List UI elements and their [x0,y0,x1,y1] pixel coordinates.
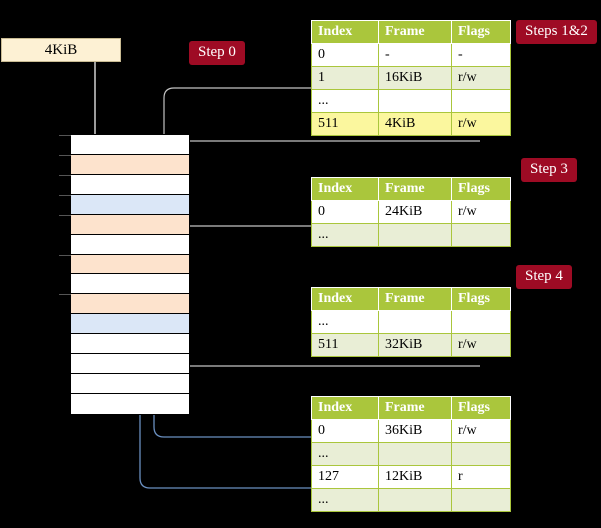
offset-box: 4KiB [1,38,121,62]
badge-step-0: Step 0 [189,41,245,65]
cell-frame [378,488,452,512]
cell-frame: - [378,43,452,67]
cell-flags [451,442,511,466]
cell-frame [378,442,452,466]
cell-flags: r/w [451,419,511,443]
column-header-frame: Frame [378,177,452,201]
column-header-index: Index [311,177,379,201]
table-header-row: Index Frame Flags [311,287,511,311]
table-row-highlighted: 511 4KiB r/w [311,112,511,136]
memory-frame-2 [71,174,189,195]
table-row: 127 12KiB r [311,465,511,489]
column-header-index: Index [311,20,379,44]
cell-index: 511 [311,112,379,136]
cell-index: 0 [311,43,379,67]
cell-flags [451,89,511,113]
memory-frame-9 [71,314,189,335]
table-row: 0 - - [311,43,511,67]
memory-frame-13 [71,394,189,414]
column-header-frame: Frame [378,20,452,44]
cell-frame [378,310,452,334]
memory-frame-8 [71,294,189,315]
memory-frame-7 [71,274,189,295]
cell-frame: 16KiB [378,66,452,90]
cell-frame: 36KiB [378,419,452,443]
cell-frame [378,89,452,113]
column-header-index: Index [311,287,379,311]
memory-frame-1 [71,154,189,175]
cell-flags: r/w [451,200,511,224]
cell-frame: 24KiB [378,200,452,224]
column-header-flags: Flags [451,396,511,420]
memory-frame-6 [71,254,189,275]
page-table-2: Index Frame Flags 0 24KiB r/w ... [311,177,511,247]
badge-step-3: Step 3 [521,158,577,182]
table-row: ... [311,223,511,247]
memory-frame-4 [71,214,189,235]
memory-frame-tick-8 [59,294,71,296]
memory-frame-tick-6 [59,254,71,256]
cell-flags: r/w [451,333,511,357]
cell-index: 511 [311,333,379,357]
cell-flags: r/w [451,66,511,90]
cell-flags: r [451,465,511,489]
physical-memory-column [59,134,190,415]
table-header-row: Index Frame Flags [311,177,511,201]
table-row: ... [311,488,511,512]
memory-frame-5 [71,234,189,255]
cell-flags: - [451,43,511,67]
cell-index: ... [311,488,379,512]
column-header-frame: Frame [378,396,452,420]
memory-frame-10 [71,334,189,355]
cell-frame: 4KiB [378,112,452,136]
column-header-frame: Frame [378,287,452,311]
page-table-1: Index Frame Flags 0 - - 1 16KiB r/w ... … [311,20,511,136]
column-header-flags: Flags [451,177,511,201]
cell-frame [378,223,452,247]
memory-frame-0 [71,135,189,155]
table-row: ... [311,310,511,334]
cell-flags: r/w [451,112,511,136]
table-row: 511 32KiB r/w [311,333,511,357]
page-table-3: Index Frame Flags ... 511 32KiB r/w [311,287,511,357]
memory-frame-12 [71,374,189,395]
column-header-index: Index [311,396,379,420]
cell-index: 0 [311,419,379,443]
table-row: 0 24KiB r/w [311,200,511,224]
cell-index: ... [311,89,379,113]
table-row: 0 36KiB r/w [311,419,511,443]
column-header-flags: Flags [451,287,511,311]
cell-frame: 12KiB [378,465,452,489]
memory-frame-tick-0 [59,135,71,136]
cell-index: 127 [311,465,379,489]
page-table-4: Index Frame Flags 0 36KiB r/w ... 127 12… [311,396,511,512]
memory-frame-tick-4 [59,214,71,216]
memory-frame-3 [71,194,189,215]
cell-flags [451,488,511,512]
cell-index: ... [311,310,379,334]
memory-frame-tick-3 [59,194,71,196]
badge-steps-1-2: Steps 1&2 [516,20,597,44]
cell-frame: 32KiB [378,333,452,357]
table-header-row: Index Frame Flags [311,20,511,44]
table-row: ... [311,442,511,466]
column-header-flags: Flags [451,20,511,44]
table-row: ... [311,89,511,113]
memory-frame-tick-2 [59,174,71,176]
cell-index: 1 [311,66,379,90]
memory-frame-11 [71,354,189,375]
table-header-row: Index Frame Flags [311,396,511,420]
cell-flags [451,223,511,247]
cell-flags [451,310,511,334]
cell-index: 0 [311,200,379,224]
badge-step-4: Step 4 [516,265,572,289]
cell-index: ... [311,223,379,247]
memory-frame-tick-1 [59,154,71,156]
cell-index: ... [311,442,379,466]
table-row: 1 16KiB r/w [311,66,511,90]
